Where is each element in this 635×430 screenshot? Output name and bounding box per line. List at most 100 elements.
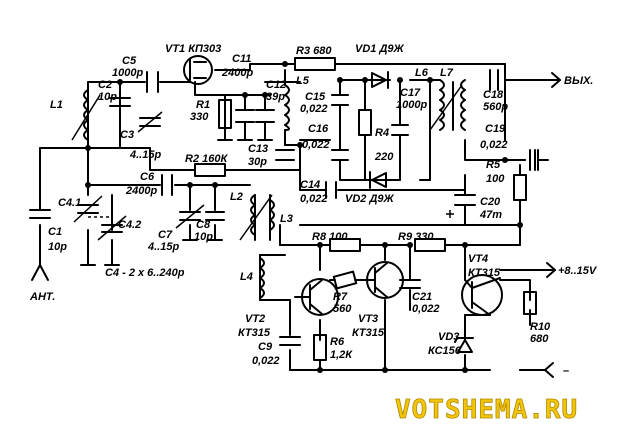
wires — [39, 63, 551, 371]
label-c20-value: 47т — [479, 209, 502, 221]
label-vd3-type: КС156 — [428, 345, 462, 357]
label-r10-value: 680 — [530, 333, 549, 345]
supply-terminal-icon — [529, 262, 556, 278]
resistor-r9 — [414, 238, 446, 252]
label-r1-value: 330 — [190, 111, 209, 123]
label-c19: C19 — [485, 123, 506, 135]
capacitor-c8 — [205, 211, 225, 221]
label-supply: +8..15V — [558, 265, 598, 277]
resistor-r2 — [194, 163, 226, 177]
label-r7-value: 560 — [333, 303, 352, 315]
output-terminal-icon — [539, 72, 561, 88]
label-c8-value: 10р — [194, 231, 213, 243]
label-vd2: VD2 Д9Ж — [345, 193, 395, 205]
label-minus: – — [563, 365, 569, 377]
label-r7: R7 — [333, 291, 348, 303]
label-vt3: VT3 — [358, 313, 378, 325]
capacitor-c7 — [175, 204, 205, 229]
label-r3: R3 680 — [296, 45, 332, 57]
capacitor-c5 — [146, 71, 159, 93]
capacitor-c6 — [161, 174, 173, 196]
label-c17-value: 1000р — [396, 99, 427, 111]
diode-vd2 — [369, 171, 387, 189]
label-c16-value: 0,022 — [302, 139, 330, 151]
capacitor-c12 — [255, 109, 275, 123]
capacitor-c13 — [275, 149, 295, 161]
label-c14-value: 0,022 — [300, 193, 328, 205]
label-c1: C1 — [48, 226, 62, 238]
label-c3-value: 4..15р — [129, 149, 161, 161]
label-c13-value: 30р — [248, 156, 267, 168]
label-c2-value: 10р — [98, 91, 117, 103]
label-r2: R2 160К — [185, 153, 228, 165]
inductor-l4 — [259, 257, 265, 299]
capacitor-c1 — [29, 209, 51, 219]
transistor-vt1 — [179, 55, 213, 85]
label-r4: R4 — [375, 127, 389, 139]
inductor-l1 — [71, 89, 101, 141]
inductor-l5 — [284, 84, 290, 131]
label-c11-value: 2400р — [221, 67, 253, 79]
label-c12: C12 — [266, 79, 286, 91]
label-c15: C15 — [305, 91, 326, 103]
label-antenna: АНТ. — [29, 291, 55, 303]
label-c14: C14 — [300, 179, 320, 191]
label-l4: L4 — [240, 271, 253, 283]
label-c6-value: 2400р — [125, 185, 157, 197]
inductor-l6 — [429, 79, 463, 131]
label-vd3: VD3 — [438, 331, 459, 343]
label-c16: C16 — [308, 123, 329, 135]
junction-dots — [85, 61, 523, 373]
label-c7: C7 — [158, 229, 173, 241]
label-c15-value: 0,022 — [300, 103, 328, 115]
resistor-r10 — [523, 291, 537, 315]
label-r9: R9 330 — [398, 231, 434, 243]
resistor-r8 — [329, 238, 361, 252]
label-c2: C2 — [98, 79, 112, 91]
label-r8: R8 100 — [312, 231, 348, 243]
label-c18: C18 — [483, 89, 504, 101]
label-r1: R1 — [196, 99, 210, 111]
label-c20: C20 — [480, 196, 501, 208]
label-vt3-type: КТ315 — [352, 327, 385, 339]
component-labels: VT1 КП303 C11 2400р R3 680 VD1 Д9Ж C5 10… — [29, 43, 598, 377]
label-c13: C13 — [248, 143, 268, 155]
capacitor-c2 — [109, 97, 131, 107]
capacitor-c16 — [331, 149, 349, 161]
capacitor-c20 — [446, 194, 476, 218]
resistor-r6 — [313, 334, 327, 361]
label-c19-value: 0,022 — [480, 139, 508, 151]
label-r10: R10 — [530, 321, 551, 333]
label-l6: L6 — [415, 67, 429, 79]
label-r5-value: 100 — [486, 173, 505, 185]
resistor-r1 — [218, 99, 232, 129]
label-c8: C8 — [196, 219, 211, 231]
label-c7-value: 4..15р — [147, 241, 179, 253]
resistor-r3 — [294, 57, 336, 71]
capacitor-c14 — [325, 181, 337, 199]
resistor-r5 — [513, 174, 527, 201]
label-c5: C5 — [122, 55, 137, 67]
inductor-l2 — [239, 194, 273, 241]
label-l7: L7 — [440, 67, 454, 79]
zener-diode-vd3 — [454, 337, 474, 353]
inductor-l7 — [452, 79, 466, 131]
transistor-vt2 — [294, 278, 339, 316]
label-l3: L3 — [280, 213, 293, 225]
capacitor-c18 — [489, 69, 499, 91]
label-c9: C9 — [258, 341, 273, 353]
capacitor-c11-plates — [235, 109, 255, 123]
capacitor-c17 — [391, 124, 409, 136]
label-c9-value: 0,022 — [252, 355, 280, 367]
label-c4-note: C4 - 2 х 6..240р — [105, 267, 185, 279]
label-vt4-type: КТ315 — [468, 267, 501, 279]
resistor-r7 — [332, 270, 358, 290]
capacitor-c15 — [331, 94, 349, 106]
label-r6: R6 — [330, 336, 345, 348]
ground-symbols — [80, 139, 273, 266]
transistor-vt4 — [461, 274, 503, 316]
label-c5-value: 1000р — [112, 67, 143, 79]
capacitor-c3 — [137, 111, 163, 133]
